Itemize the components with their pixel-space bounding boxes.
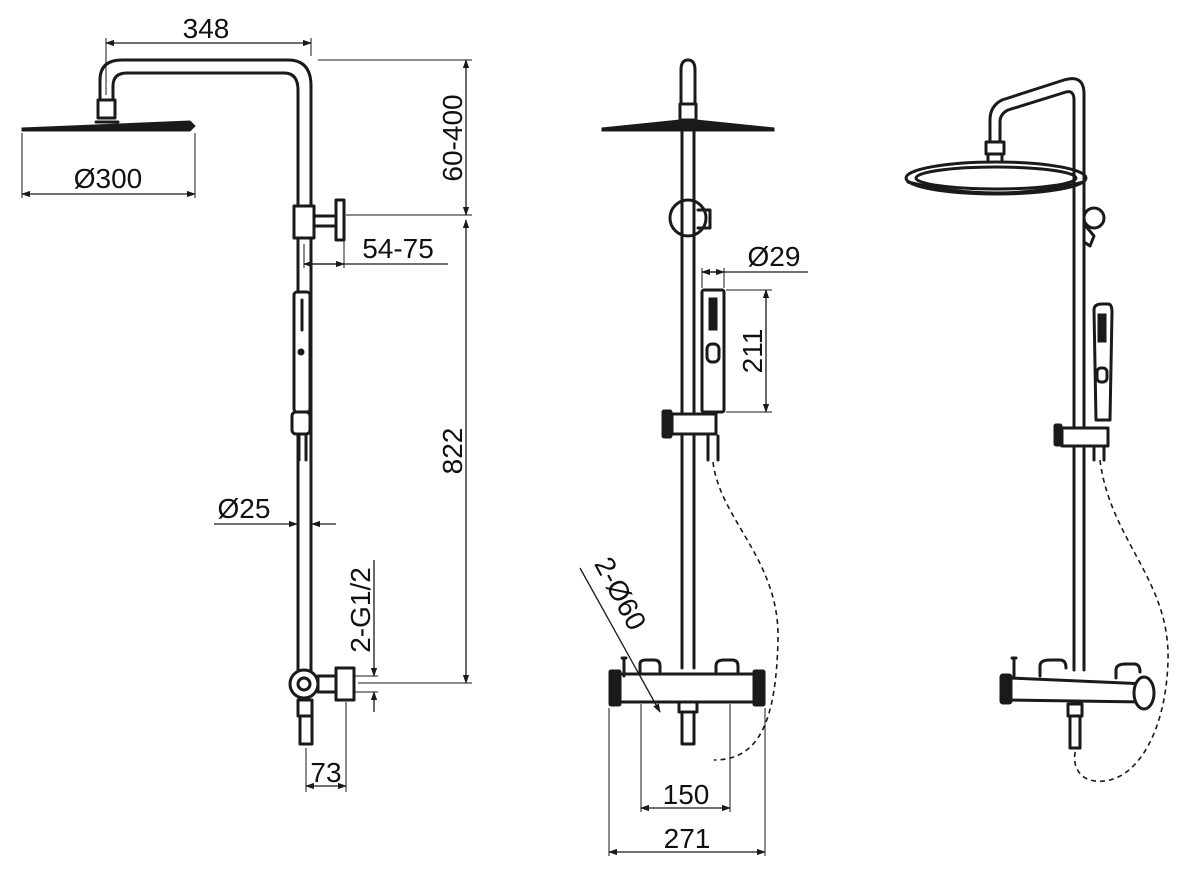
perspective-upper-bracket [1082, 206, 1106, 248]
side-dimensions: 348 Ø300 60-400 54-75 822 Ø25 2-G1/2 73 [21, 13, 472, 792]
front-riser-pipe [680, 129, 696, 670]
side-view [21, 58, 356, 746]
dim-arm-length: 348 [183, 13, 230, 44]
side-shower-head [21, 98, 196, 132]
front-mixer-valve [608, 656, 766, 746]
side-mixer-valve [288, 666, 356, 746]
dim-height-adjust: 60-400 [437, 94, 468, 181]
perspective-shower-head [904, 160, 1088, 196]
front-hose [712, 461, 779, 761]
perspective-hand-shower [1092, 302, 1114, 422]
front-view [601, 58, 779, 761]
dim-handle-diameter: 2-Ø60 [588, 552, 652, 635]
dim-hand-shower-length: 211 [737, 329, 768, 374]
dim-head-diameter: Ø300 [74, 163, 143, 194]
front-upper-bracket [668, 198, 712, 238]
front-shower-head [601, 119, 775, 132]
dim-riser-height: 822 [437, 428, 468, 475]
dim-pipe-diameter: Ø25 [218, 493, 271, 524]
side-hand-shower [290, 290, 312, 462]
dim-inlet-thread: 2-G1/2 [345, 567, 376, 653]
perspective-view [904, 77, 1169, 783]
front-slide-holder [661, 409, 720, 462]
dim-bracket-offset: 54-75 [362, 233, 434, 264]
perspective-slide-holder [1053, 423, 1110, 462]
side-upper-bracket [292, 198, 346, 258]
dim-inlet-spacing: 150 [663, 779, 710, 810]
perspective-overhead-arm [984, 77, 1086, 170]
side-overhead-arm [98, 58, 313, 112]
front-hand-shower [700, 288, 726, 414]
perspective-riser-pipe [1072, 110, 1086, 672]
perspective-hose [1073, 459, 1169, 783]
dim-valve-width: 271 [664, 823, 711, 854]
perspective-mixer-valve [999, 656, 1156, 750]
front-top-tip [678, 58, 698, 122]
dim-wall-offset: 73 [310, 757, 341, 788]
dim-hand-shower-diameter: Ø29 [748, 241, 801, 272]
